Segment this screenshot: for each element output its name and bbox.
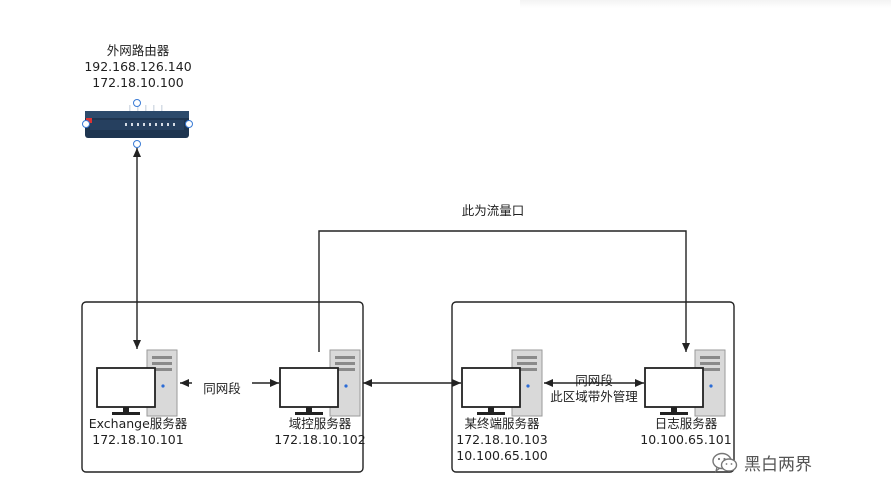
dc-server-label: 域控服务器 172.18.10.102 — [266, 416, 374, 448]
watermark-text: 黑白两界 — [744, 455, 812, 475]
log-server-label: 日志服务器 10.100.65.101 — [632, 416, 740, 448]
traffic-label: 此为流量口 — [461, 203, 525, 218]
top-strip — [520, 0, 891, 8]
router-ip1: 192.168.126.140 — [84, 59, 192, 74]
oob-management-label: 此区域带外管理 — [550, 389, 638, 404]
exchange-server-label: Exchange服务器 172.18.10.101 — [80, 416, 196, 448]
same-segment-label-right: 同网段 — [575, 373, 613, 388]
same-segment-label-left: 同网段 — [192, 381, 252, 397]
terminal-server-ip1: 172.18.10.103 — [456, 432, 548, 447]
terminal-server-name: 某终端服务器 — [464, 416, 540, 431]
dc-server-icon — [279, 349, 361, 417]
watermark: 黑白两界 — [712, 450, 812, 475]
dc-server-name: 域控服务器 — [288, 416, 352, 431]
terminal-server-label: 某终端服务器 172.18.10.103 10.100.65.100 — [448, 416, 556, 464]
exchange-server-icon — [96, 349, 178, 417]
zone-box-right — [451, 301, 735, 473]
log-server-icon — [644, 349, 726, 417]
log-server-ip: 10.100.65.101 — [640, 432, 732, 447]
exchange-server-ip: 172.18.10.101 — [92, 432, 184, 447]
log-server-name: 日志服务器 — [654, 416, 718, 431]
router-ip2: 172.18.10.100 — [92, 75, 184, 90]
traffic-link — [318, 230, 690, 352]
zone-box-left — [81, 301, 364, 473]
terminal-server-ip2: 10.100.65.100 — [456, 448, 548, 463]
router-name: 外网路由器 — [106, 43, 170, 58]
terminal-server-icon — [461, 349, 543, 417]
dc-server-ip: 172.18.10.102 — [274, 432, 366, 447]
wechat-icon — [712, 452, 738, 472]
exchange-server-name: Exchange服务器 — [88, 416, 188, 431]
router-label: 外网路由器 192.168.126.140 172.18.10.100 — [80, 43, 196, 91]
router-icon — [82, 99, 193, 148]
